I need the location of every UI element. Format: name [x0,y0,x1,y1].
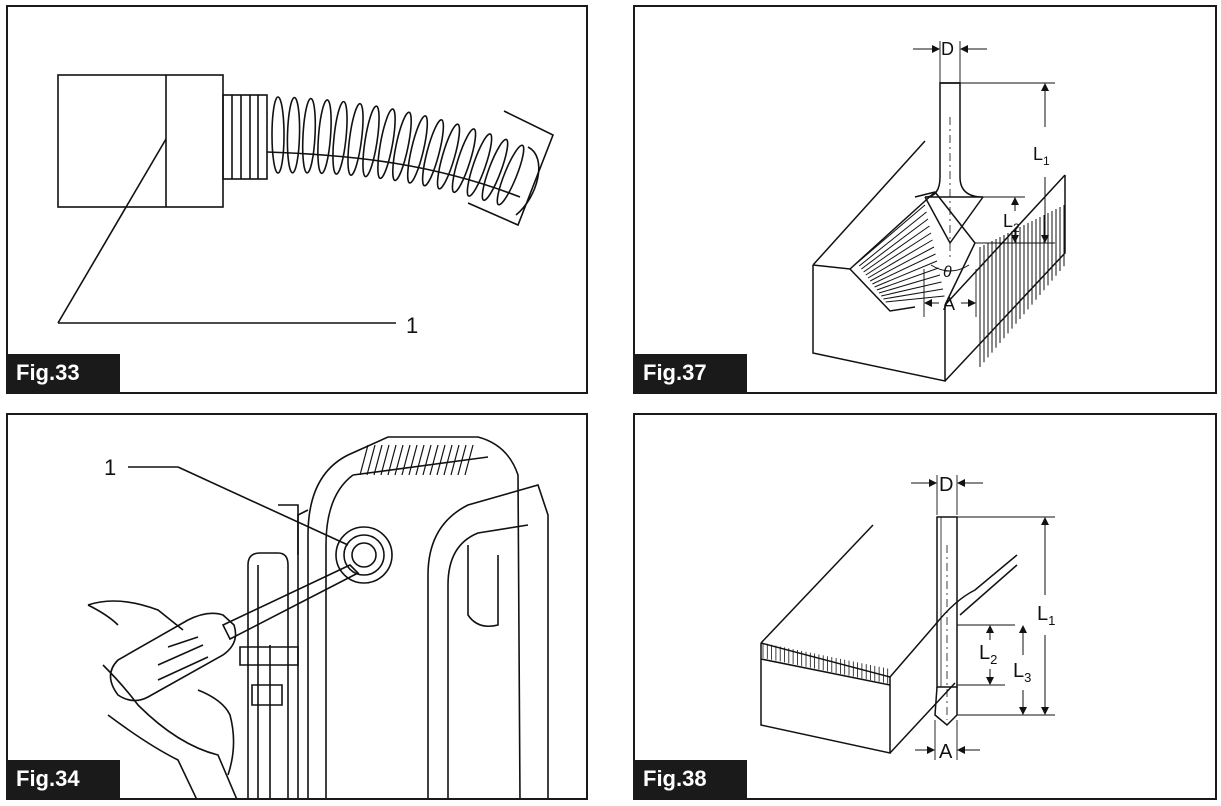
figure-34-panel: 1 Fig.34 [6,413,588,800]
brush-holder-cap [335,526,393,584]
dim-d-label: D [939,474,953,496]
dim-a-label: A [943,294,955,314]
figure-37-panel: D L1 L2 θ A Fig.37 [633,5,1217,394]
figure-38-panel: D L1 L2 L3 A Fig.38 [633,413,1217,800]
callout-1: 1 [406,313,418,338]
figure-label: Fig.34 [8,760,120,798]
screwdriver-handle [109,612,237,702]
motor-housing [307,436,521,798]
screwdriver-shaft [221,564,360,641]
straight-bit-dimension-drawing: D L1 L2 L3 A [760,474,1055,763]
brush-holder-cap-drawing: 1 [87,436,549,798]
spring-coil [271,96,525,206]
brush-collar [222,94,268,180]
straight-bit [936,516,958,688]
carbon-brush-drawing: 1 [57,74,555,338]
groove-bit-dimension-drawing: D L1 L2 θ A [812,39,1066,382]
figure-label: Fig.38 [635,760,747,798]
dim-l1-label: L1 [1037,603,1055,628]
dim-d-label: D [941,39,954,59]
dim-l3-label: L3 [1013,660,1031,685]
dim-l2-label: L2 [1003,211,1020,235]
callout-1: 1 [104,455,116,480]
dim-theta-label: θ [943,264,952,281]
figure-label: Fig.33 [8,354,120,392]
figure-33-panel: 1 Fig.33 [6,5,588,394]
dim-a-label: A [939,741,953,763]
dim-l1-label: L1 [1033,144,1050,168]
brush-block [57,74,224,208]
dim-l2-label: L2 [979,642,997,667]
figure-label: Fig.37 [635,354,747,392]
